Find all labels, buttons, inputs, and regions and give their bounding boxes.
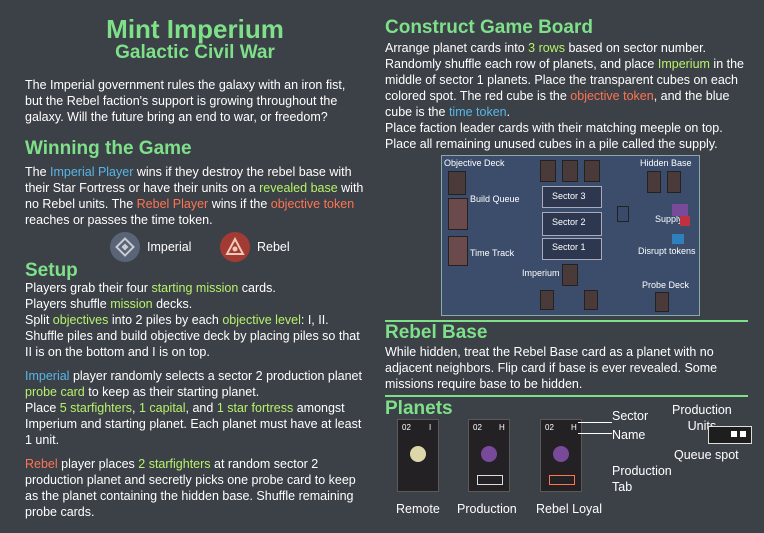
- setup-text: Players grab their four starting mission…: [25, 281, 362, 519]
- name-callout: Name: [612, 428, 646, 442]
- planet-icon: [481, 446, 497, 462]
- planet-card-production: 02 H: [468, 419, 510, 492]
- disrupt-tokens-label: Disrupt tokens: [638, 246, 696, 256]
- intro-text: The Imperial government rules the galaxy…: [25, 78, 346, 124]
- production-units-box: [708, 426, 752, 444]
- queue-spot-square: [740, 431, 746, 437]
- sector3-planet: [540, 160, 556, 182]
- planet-icon: [553, 446, 569, 462]
- imperium-label: Imperium: [522, 268, 560, 278]
- planet-icon: [410, 446, 426, 462]
- page-subtitle: Galactic Civil War: [115, 42, 275, 63]
- winning-heading: Winning the Game: [25, 138, 192, 159]
- sector3-row: [542, 186, 602, 208]
- construct-text: Arrange planet cards into 3 rows based o…: [385, 41, 745, 151]
- imperium-card: [562, 264, 578, 286]
- production-tab-icon: [549, 475, 575, 485]
- probe-deck-card: [655, 292, 669, 312]
- game-board-diagram: Objective Deck Hidden Base Build Queue S…: [441, 155, 700, 316]
- imperial-label: Imperial: [147, 240, 192, 254]
- setup-heading: Setup: [25, 260, 78, 281]
- probe-deck-label: Probe Deck: [642, 280, 690, 290]
- production-tab-icon: [477, 475, 503, 485]
- rebel-faction-icon: [220, 232, 250, 262]
- rebel-label: Rebel: [257, 240, 290, 254]
- supply-cube: [617, 206, 629, 222]
- planet-card-remote: 02 I: [397, 419, 439, 492]
- build-queue-cards: [448, 198, 468, 230]
- sector1-row: [542, 238, 602, 260]
- supply-red-cube: [680, 216, 690, 226]
- winning-text: The Imperial Player wins if they destroy…: [25, 165, 364, 227]
- sector2-row: [542, 212, 602, 236]
- hidden-base-card: [647, 171, 661, 193]
- build-queue-label: Build Queue: [470, 194, 520, 204]
- sector3-label: Sector 3: [552, 191, 586, 201]
- objective-deck-card: [448, 171, 466, 195]
- sector2-label: Sector 2: [552, 217, 586, 227]
- planets-heading: Planets: [385, 398, 453, 419]
- page-title: Mint Imperium: [106, 14, 284, 44]
- hidden-base-label: Hidden Base: [640, 158, 692, 168]
- queue-spot-callout: Queue spot: [674, 448, 739, 462]
- rebel-base-text: While hidden, treat the Rebel Base card …: [385, 345, 718, 391]
- card-label-production: Production: [457, 502, 517, 516]
- callout-line: [578, 422, 612, 423]
- divider: [385, 395, 748, 397]
- callout-line: [578, 433, 612, 434]
- sector1-label: Sector 1: [552, 242, 586, 252]
- objective-deck-label: Objective Deck: [444, 158, 505, 168]
- leader-card: [667, 171, 681, 193]
- construct-heading: Construct Game Board: [385, 17, 593, 38]
- queue-spot-square: [731, 431, 737, 437]
- imperial-faction-icon: [110, 232, 140, 262]
- divider: [385, 320, 748, 322]
- sector3-planet: [584, 160, 600, 182]
- disrupt-token: [672, 234, 684, 244]
- card-label-rebel-loyal: Rebel Loyal: [536, 502, 603, 516]
- card-label-remote: Remote: [396, 502, 440, 516]
- rebel-base-heading: Rebel Base: [385, 322, 488, 343]
- leader-card-rebel: [540, 290, 554, 310]
- planet-card-rebel-loyal: 02 H: [540, 419, 582, 492]
- sector-callout: Sector: [612, 409, 649, 423]
- sector3-planet: [562, 160, 578, 182]
- supply-cubes-pile: [672, 204, 688, 216]
- supply-label: Supply: [655, 214, 683, 224]
- leader-card-imperial: [584, 290, 598, 310]
- time-track-cards: [448, 236, 468, 266]
- time-track-label: Time Track: [470, 248, 515, 258]
